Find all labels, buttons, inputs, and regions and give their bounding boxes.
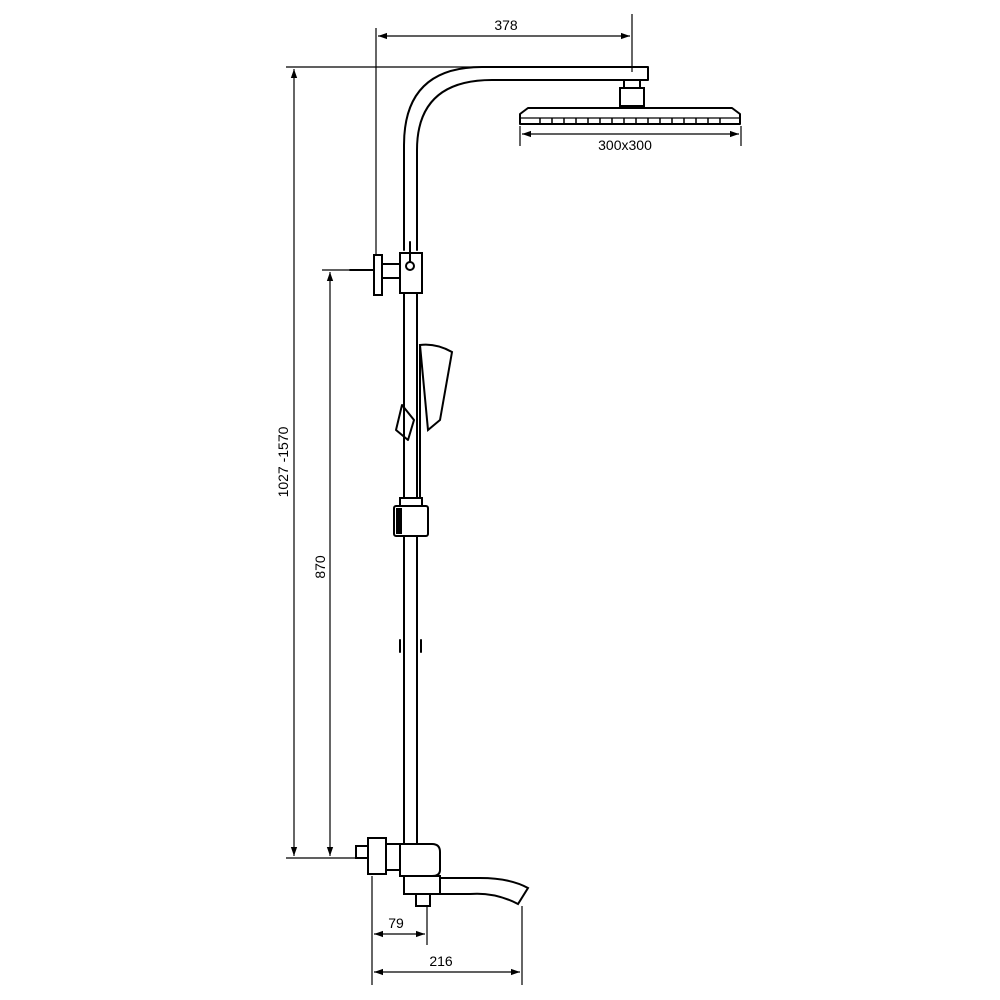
shower-head-nozzles [539,118,721,123]
dimension-label-spout-reach: 216 [429,953,453,969]
dimension-label-riser-height: 870 [312,555,328,579]
dimension-riser-height: 870 [312,269,372,856]
riser-rail [399,292,422,846]
dimension-spout-reach: 216 [374,906,523,985]
overhead-shower-arm [403,66,649,251]
dimension-label-top-width: 378 [494,17,518,33]
dimension-top-width: 378 [375,14,633,255]
dimension-inlet-offset: 79 [371,876,428,985]
sliding-holder [393,505,429,537]
mixer-valve [355,837,441,907]
bath-spout [439,877,530,906]
dimension-total-height: 1027 -1570 [275,66,482,859]
dimension-head-size: 300x300 [519,126,742,153]
wall-bracket [349,241,423,296]
dimension-label-head-size: 300x300 [598,137,652,153]
hand-shower [395,343,454,507]
rain-shower-head [519,107,741,125]
dimension-label-total-height: 1027 -1570 [275,426,291,497]
dimension-label-inlet-offset: 79 [388,915,404,931]
